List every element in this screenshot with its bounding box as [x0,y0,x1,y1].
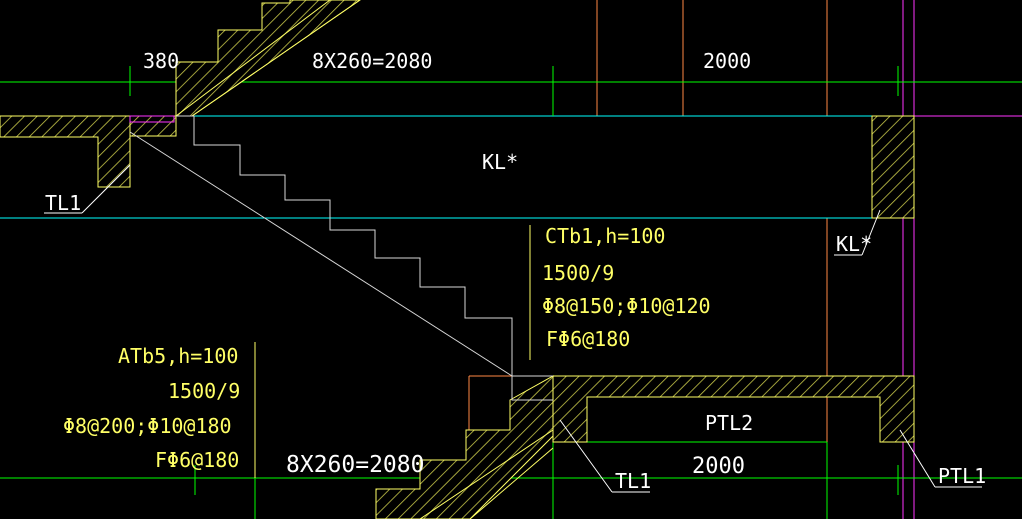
atb5-line2: 1500/9 [168,379,240,403]
atb5-line4: FΦ6@180 [155,448,239,472]
ctb1-line1: CTb1,h=100 [545,224,665,248]
dim-bottom-right: 2000 [692,454,745,479]
label-kl-right: KL* [836,232,872,256]
leader-lines [44,164,982,493]
lower-landing-slab [552,375,915,443]
kl-right-beam [871,115,915,219]
ctb1-annotation: CTb1,h=100 1500/9 Φ8@150;Φ10@120 FΦ6@180 [542,224,711,351]
annotation-leaders [254,225,531,478]
atb5-annotation: ATb5,h=100 1500/9 Φ8@200;Φ10@180 FΦ6@180 [63,344,240,472]
landing-pad [129,115,175,123]
concrete-sections [0,0,915,519]
ctb1-line4: FΦ6@180 [546,327,630,351]
upper-left-landing [0,115,131,188]
dim-top-right: 2000 [703,49,751,73]
flight-slope-lines [175,0,554,519]
label-ptl2: PTL2 [705,411,753,435]
label-kl-center: KL* [482,150,518,174]
dim-top-mid: 8X260=2080 [312,49,432,73]
dim-bottom-mid: 8X260=2080 [286,452,424,478]
ctb1-line2: 1500/9 [542,261,614,285]
dim-top-left: 380 [143,49,179,73]
white-stair-outline [129,115,553,401]
upper-tl1-beam [129,115,177,137]
magenta-lines [902,0,1022,519]
label-tl1-bottom: TL1 [615,469,651,493]
label-tl1-left: TL1 [45,191,81,215]
atb5-line3: Φ8@200;Φ10@180 [63,414,232,438]
lower-stair-flight [375,375,554,519]
atb5-line1: ATb5,h=100 [118,344,238,368]
ctb1-line3: Φ8@150;Φ10@120 [542,294,711,318]
label-ptl1: PTL1 [938,464,986,488]
